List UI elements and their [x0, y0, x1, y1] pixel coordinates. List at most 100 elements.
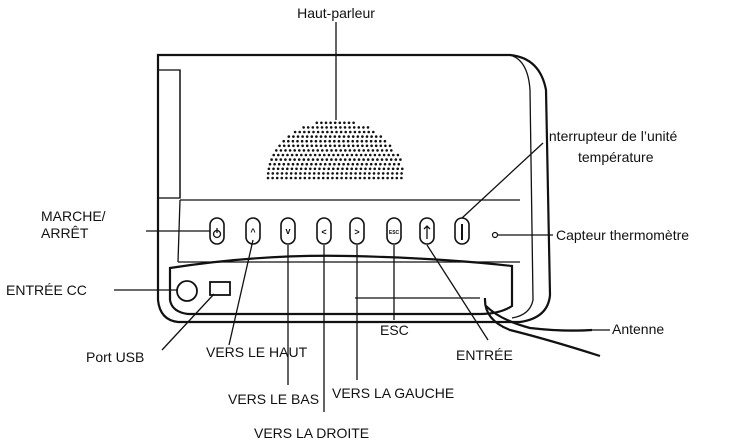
speaker-hole	[337, 162, 341, 166]
speaker-hole	[316, 130, 320, 134]
speaker-hole	[350, 167, 354, 171]
temperature-unit-switch[interactable]	[454, 217, 470, 245]
speaker-hole	[344, 176, 348, 180]
power-button[interactable]	[209, 217, 225, 245]
speaker-hole	[325, 158, 329, 161]
speaker-hole	[369, 139, 373, 143]
speaker-hole	[354, 172, 357, 175]
left-button[interactable]: <	[316, 217, 332, 245]
speaker-hole	[370, 144, 373, 148]
speaker-hole	[376, 158, 379, 161]
speaker-hole	[339, 126, 342, 129]
speaker-hole	[309, 167, 312, 171]
speaker-hole	[328, 139, 332, 143]
speaker-hole	[280, 172, 284, 175]
speaker-hole	[372, 172, 376, 175]
speaker-hole	[371, 158, 375, 161]
speaker-hole	[362, 126, 365, 129]
dc-jack[interactable]	[176, 280, 198, 302]
speaker-hole	[313, 153, 317, 157]
speaker-hole	[276, 167, 280, 171]
speaker-hole	[338, 135, 341, 138]
speaker-hole	[382, 167, 386, 171]
speaker-hole	[337, 139, 341, 143]
speaker-hole	[302, 158, 306, 161]
enter-label: ENTRÉE	[456, 347, 513, 363]
power-label-line1: MARCHE/	[41, 208, 106, 224]
speaker-hole	[353, 130, 357, 134]
speaker-grille	[266, 121, 404, 180]
speaker-hole	[307, 130, 311, 134]
speaker-hole	[343, 158, 347, 161]
speaker-hole	[333, 162, 336, 166]
speaker-hole	[301, 135, 304, 138]
speaker-hole	[390, 149, 393, 152]
speaker-hole	[330, 130, 334, 134]
speaker-hole	[315, 144, 318, 148]
speaker-hole	[351, 144, 355, 148]
speaker-hole	[343, 121, 346, 125]
speaker-hole	[277, 162, 281, 166]
speaker-hole	[308, 172, 311, 175]
speaker-hole	[302, 149, 306, 152]
speaker-hole	[266, 172, 270, 175]
speaker-hole	[297, 158, 301, 161]
speaker-hole	[314, 139, 318, 143]
speaker-hole	[279, 158, 283, 161]
speaker-hole	[316, 126, 319, 129]
speaker-hole	[335, 176, 339, 180]
speaker-hole	[355, 167, 358, 171]
speaker-hole	[367, 149, 370, 152]
dc-in-label: ENTRÉE CC	[6, 282, 87, 298]
speaker-hole	[310, 144, 314, 148]
speaker-hole	[372, 130, 375, 134]
speaker-hole	[312, 130, 315, 134]
speaker-hole	[351, 139, 355, 143]
speaker-hole	[272, 167, 275, 171]
speaker-hole	[298, 149, 301, 152]
speaker-hole	[330, 158, 333, 161]
speaker-hole	[357, 126, 361, 129]
speaker-hole	[289, 172, 293, 175]
thermo-sensor	[491, 231, 499, 239]
speaker-hole	[270, 158, 273, 161]
speaker-hole	[316, 158, 319, 161]
speaker-hole	[366, 126, 370, 129]
speaker-hole	[356, 144, 360, 148]
speaker-hole	[274, 158, 278, 161]
usb-label: Port USB	[86, 349, 144, 365]
speaker-hole	[352, 121, 355, 125]
speaker-hole	[395, 176, 399, 180]
speaker-hole	[305, 162, 309, 166]
speaker-hole	[340, 176, 343, 180]
speaker-hole	[307, 149, 310, 152]
speaker-hole	[280, 176, 284, 180]
speaker-hole	[336, 153, 340, 157]
up-button[interactable]: ^	[245, 217, 261, 245]
speaker-hole	[322, 172, 325, 175]
speaker-hole	[353, 149, 356, 152]
speaker-hole	[282, 162, 286, 166]
speaker-hole	[295, 153, 299, 157]
speaker-hole	[363, 172, 367, 175]
speaker-hole	[334, 126, 338, 129]
speaker-hole	[401, 167, 404, 171]
speaker-hole	[386, 176, 389, 180]
speaker-hole	[331, 172, 334, 175]
down-button[interactable]: v	[280, 217, 296, 245]
speaker-hole	[400, 172, 403, 175]
speaker-hole	[356, 135, 360, 138]
enter-button[interactable]	[419, 217, 435, 245]
speaker-hole	[389, 158, 393, 161]
speaker-hole	[298, 176, 302, 180]
speaker-hole	[373, 167, 377, 171]
speaker-hole	[282, 144, 286, 148]
speaker-hole	[277, 153, 280, 157]
speaker-hole	[357, 158, 361, 161]
right-button[interactable]: >	[349, 217, 365, 245]
speaker-hole	[312, 176, 316, 180]
speaker-hole	[352, 126, 356, 129]
speaker-hole	[399, 158, 402, 161]
esc-button[interactable]: ESC	[386, 217, 402, 245]
usb-port[interactable]	[209, 281, 231, 296]
